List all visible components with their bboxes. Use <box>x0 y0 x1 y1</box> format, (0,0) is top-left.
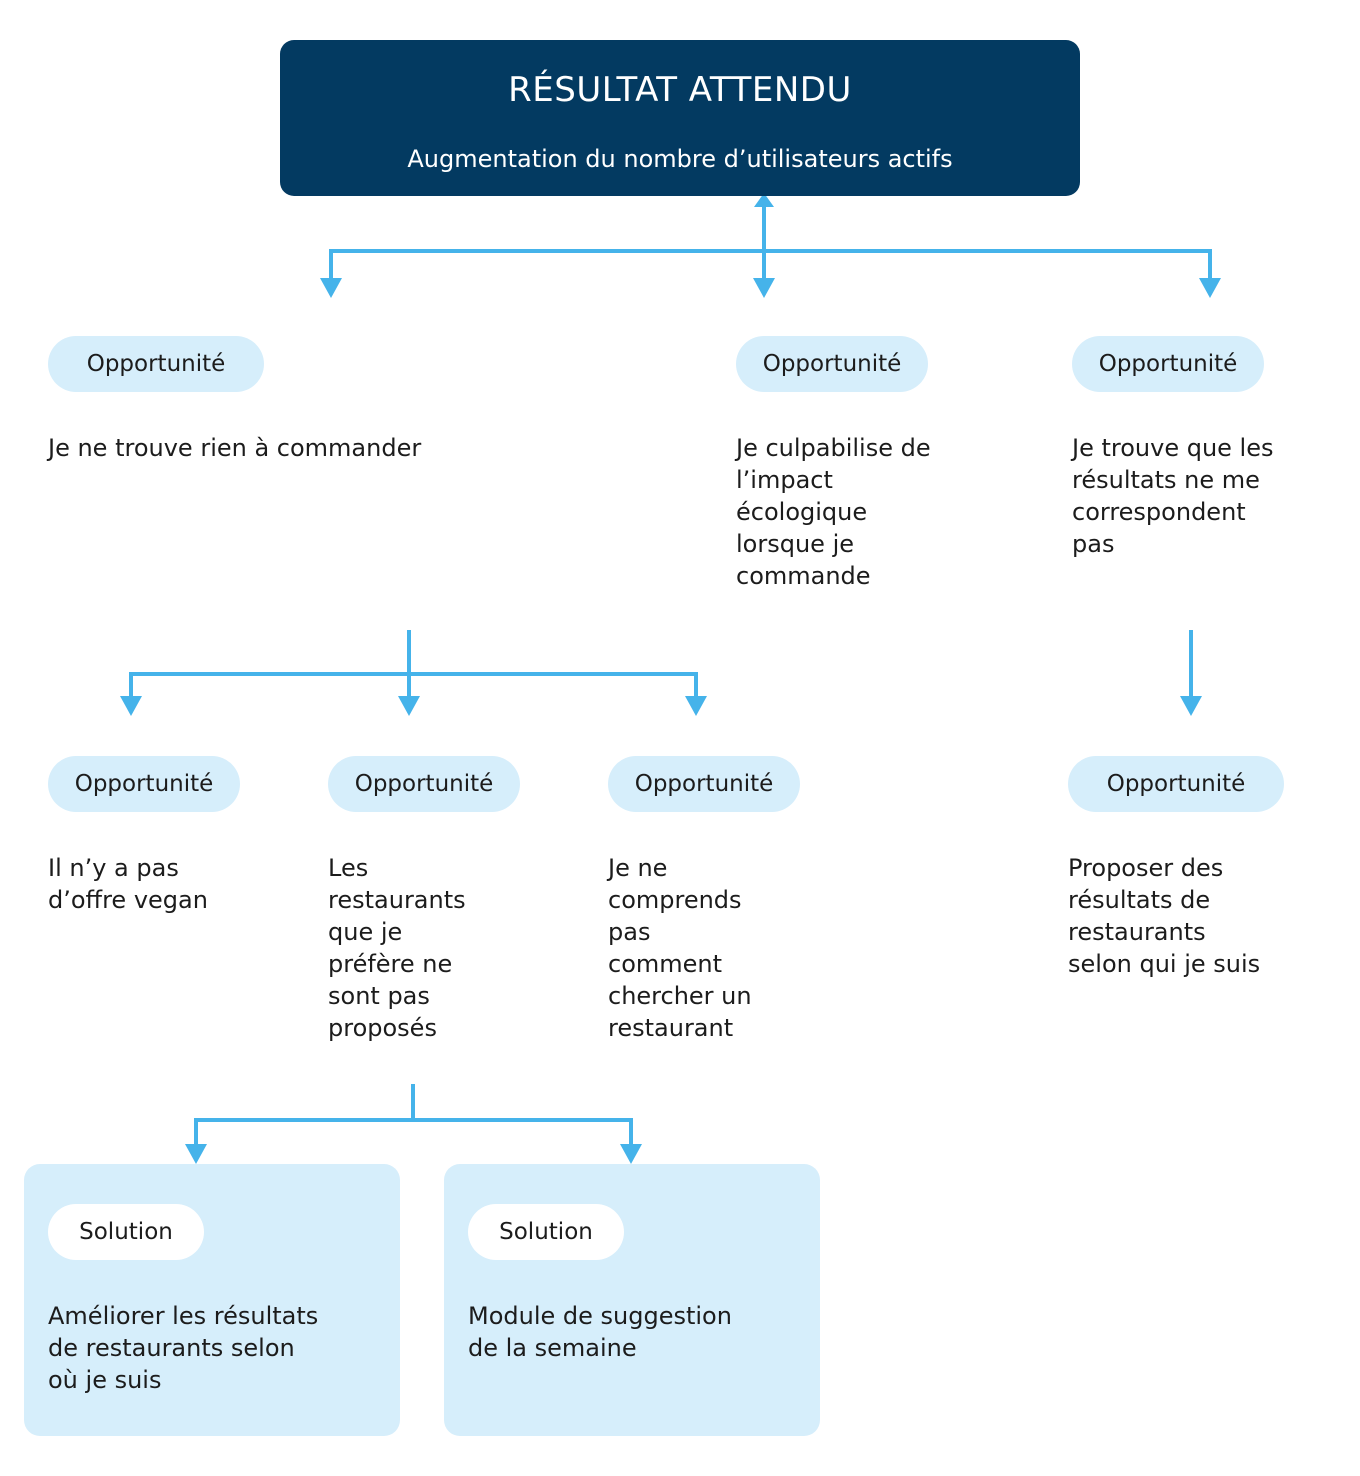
opportunity-text: Je trouve que les résultats ne me corres… <box>1072 434 1274 558</box>
opportunity-badge: Opportunité <box>48 336 264 392</box>
arrow-down-l2-right <box>685 696 707 716</box>
arrow-down-l2-left <box>120 696 142 716</box>
solution-text: Module de suggestion de la semaine <box>468 1302 732 1362</box>
opportunity-text: Je culpabilise de l’impact écologique lo… <box>736 434 931 590</box>
opportunity-badge: Opportunité <box>48 756 240 812</box>
opportunity-text: Je ne comprends pas comment chercher un … <box>608 854 752 1042</box>
opportunity-text: Je ne trouve rien à commander <box>48 434 422 462</box>
opportunity-text: Proposer des résultats de restaurants se… <box>1068 854 1261 978</box>
expected-outcome-subtitle: Augmentation du nombre d’utilisateurs ac… <box>407 145 953 173</box>
opportunity-badge: Opportunité <box>1072 336 1264 392</box>
arrow-down-l1-center <box>753 278 775 298</box>
opportunity-badge: Opportunité <box>608 756 800 812</box>
opportunity-text: Il n’y a pas d’offre vegan <box>48 854 208 914</box>
opportunity-badge: Opportunité <box>1068 756 1284 812</box>
opportunity-badge: Opportunité <box>328 756 520 812</box>
solution-text: Améliorer les résultats de restaurants s… <box>48 1302 319 1394</box>
solution-card: Solution Module de suggestion de la sema… <box>444 1164 820 1436</box>
opportunity-badge: Opportunité <box>736 336 928 392</box>
arrow-down-l1-right <box>1199 278 1221 298</box>
arrow-up-root <box>754 193 774 207</box>
arrow-down-solution-right <box>620 1144 642 1164</box>
arrow-down-l2-center <box>398 696 420 716</box>
solution-card: Solution Améliorer les résultats de rest… <box>24 1164 400 1436</box>
expected-outcome-title: RÉSULTAT ATTENDU <box>508 70 852 110</box>
opportunity-text: Les restaurants que je préfère ne sont p… <box>328 854 466 1042</box>
arrow-down-l1-left <box>320 278 342 298</box>
solution-badge: Solution <box>48 1204 204 1260</box>
expected-outcome-box: RÉSULTAT ATTENDU Augmentation du nombre … <box>280 40 1080 196</box>
arrow-down-solution-left <box>185 1144 207 1164</box>
arrow-down-right-column <box>1180 696 1202 716</box>
solution-badge: Solution <box>468 1204 624 1260</box>
